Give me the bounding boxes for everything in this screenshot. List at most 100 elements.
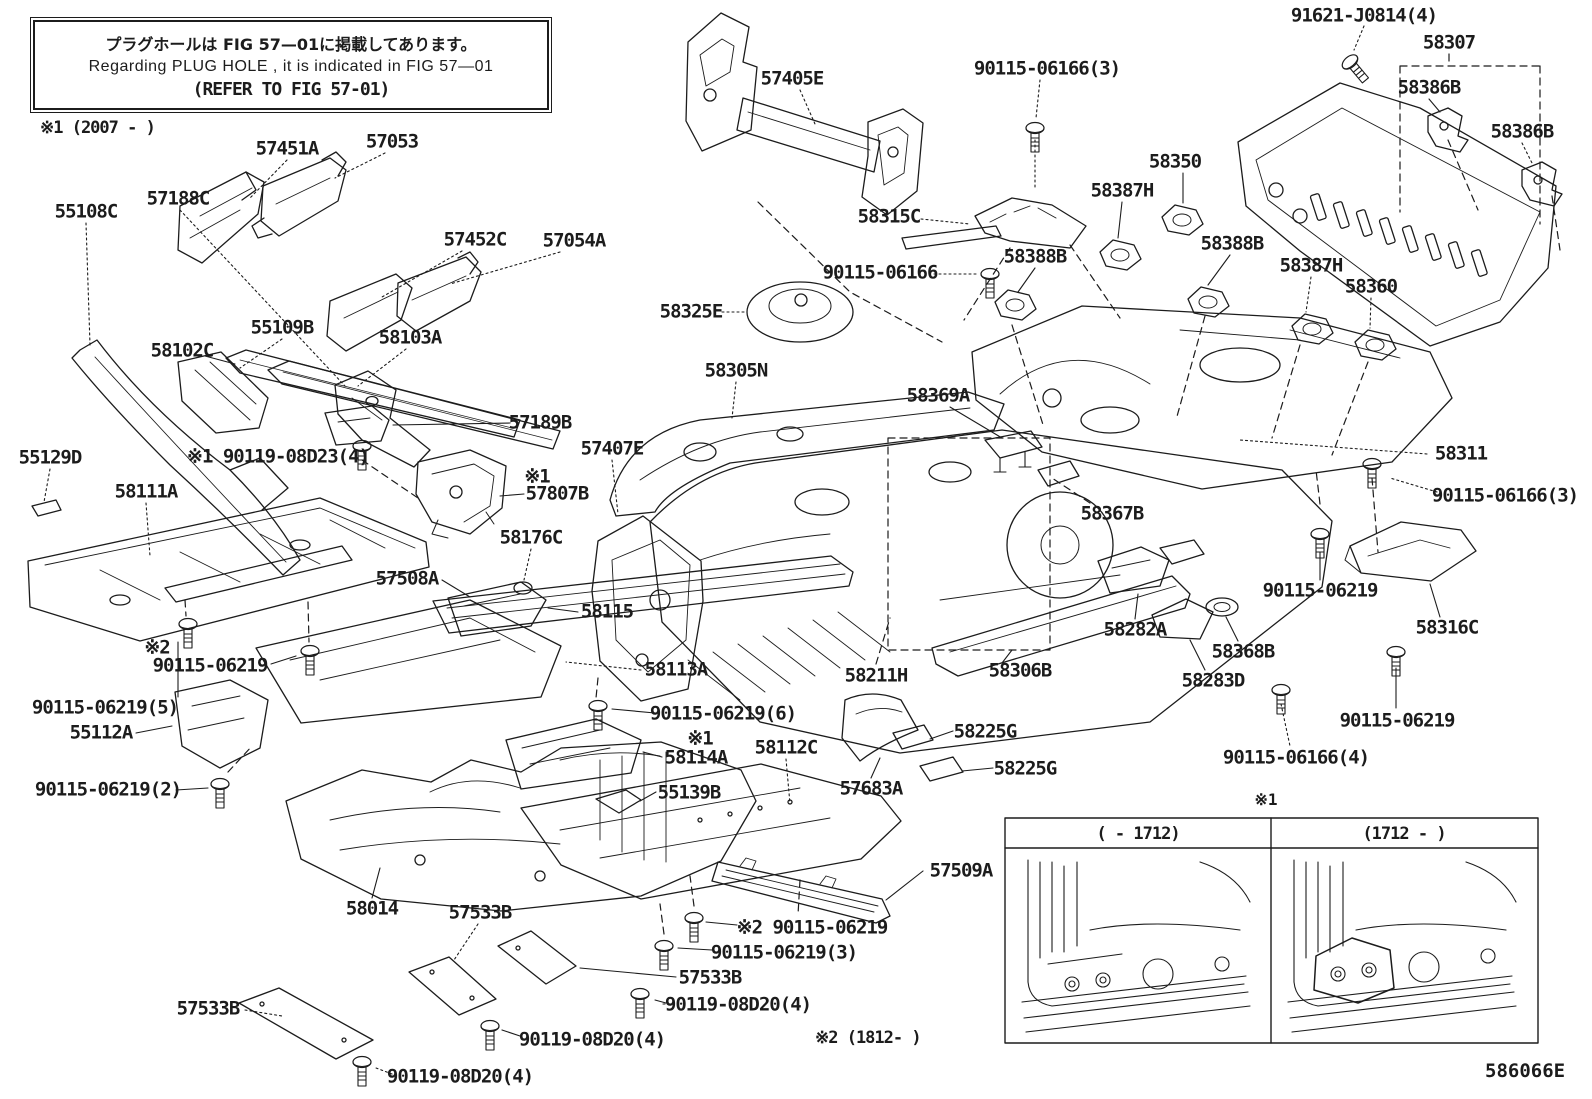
part-label-55108C: 55108C bbox=[54, 200, 119, 223]
part-label-58367B: 58367B bbox=[1080, 502, 1145, 525]
part-label-58360: 58360 bbox=[1344, 275, 1398, 298]
part-label-58282A: 58282A bbox=[1103, 618, 1168, 641]
part-label-58225G: 58225G bbox=[993, 757, 1058, 780]
part-label-57533B: 57533B bbox=[678, 966, 743, 989]
part-label-57188C: 57188C bbox=[146, 187, 211, 210]
part-label-90115-06219: 90115-06219 bbox=[1262, 579, 1379, 602]
note-japanese: プラグホールは FIG 57—01に掲載してあります。 bbox=[105, 34, 477, 54]
inset-footnote-marker: ※1 bbox=[1254, 790, 1278, 809]
part-front-floor-brace-drawing bbox=[164, 545, 353, 603]
part-58386B-upper-drawing bbox=[1427, 107, 1469, 153]
part-label-58305N: 58305N bbox=[704, 359, 769, 382]
part-label-58176C: 58176C bbox=[499, 526, 564, 549]
part-58283D-drawing bbox=[1151, 598, 1214, 640]
part-58316C-drawing bbox=[1344, 521, 1477, 582]
footnote-year-range-2: ※2 (1812- ) bbox=[815, 1028, 922, 1048]
part-58315C-drawing bbox=[901, 197, 1087, 250]
part-label-57533B: 57533B bbox=[448, 901, 513, 924]
part-label-90115-06219-6: 90115-06219(6) bbox=[649, 702, 797, 725]
part-58114A-drawing bbox=[505, 718, 642, 790]
inset-right-caption: (1712 - ) bbox=[1362, 824, 1446, 844]
part-58014-drawing bbox=[285, 741, 757, 912]
part-57054A-drawing bbox=[396, 251, 482, 332]
inset-left-drawing bbox=[1021, 859, 1251, 1033]
note-english: Regarding PLUG HOLE , it is indicated in… bbox=[88, 57, 494, 75]
part-label-58386B: 58386B bbox=[1397, 76, 1462, 99]
part-label-57405E: 57405E bbox=[760, 67, 825, 90]
part-center-floor-pan-drawing bbox=[649, 429, 1333, 754]
part-57533B-plate2-drawing bbox=[497, 930, 577, 985]
part-label-58306B: 58306B bbox=[988, 659, 1053, 682]
part-57405E-drawing bbox=[685, 12, 924, 216]
part-label-2: ※2 bbox=[144, 636, 170, 659]
part-label-58311: 58311 bbox=[1434, 442, 1488, 465]
part-label-58225G: 58225G bbox=[953, 720, 1018, 743]
part-57508A-drawing bbox=[432, 555, 854, 634]
part-label-58387H: 58387H bbox=[1279, 254, 1344, 277]
part-label-57508A: 57508A bbox=[375, 567, 440, 590]
part-label-58315C: 58315C bbox=[857, 205, 922, 228]
part-58306B-drawing bbox=[931, 575, 1191, 677]
part-label-2-90115-06219: ※2 90115-06219 bbox=[736, 916, 889, 939]
part-label-57683A: 57683A bbox=[839, 777, 904, 800]
part-label-90115-06219: 90115-06219 bbox=[1339, 709, 1456, 732]
note-reference: (REFER TO FIG 57-01) bbox=[192, 78, 391, 100]
part-label-55112A: 55112A bbox=[69, 721, 134, 744]
part-label-58388B: 58388B bbox=[1200, 232, 1265, 255]
part-label-58325E: 58325E bbox=[659, 300, 724, 323]
inset-left-caption: ( - 1712) bbox=[1096, 824, 1180, 844]
part-label-90119-08D20-4: 90119-08D20(4) bbox=[518, 1028, 666, 1051]
part-57189B-drawing bbox=[324, 405, 390, 446]
part-58305N-drawing bbox=[609, 391, 1005, 517]
diagram-code: 586066E bbox=[1485, 1060, 1566, 1082]
part-label-57053: 57053 bbox=[365, 130, 419, 153]
part-58388B-left-drawing bbox=[994, 289, 1037, 321]
part-57807B-drawing bbox=[415, 449, 507, 539]
part-label-1-90119-08D23-4: ※1 90119-08D23(4) bbox=[187, 445, 370, 468]
part-label-90115-06219-2: 90115-06219(2) bbox=[34, 778, 182, 801]
inset-box bbox=[1004, 817, 1539, 1044]
part-label-90115-06219-3: 90115-06219(3) bbox=[710, 941, 858, 964]
part-label-58103A: 58103A bbox=[378, 326, 443, 349]
part-58115-drawing bbox=[447, 581, 547, 637]
part-label-55139B: 55139B bbox=[657, 781, 722, 804]
part-57533B-plate3-drawing bbox=[238, 987, 374, 1060]
part-57407E-drawing bbox=[591, 515, 704, 702]
part-58225G-drawing bbox=[892, 724, 964, 782]
part-label-57407E: 57407E bbox=[580, 437, 645, 460]
part-label-58369A: 58369A bbox=[906, 384, 971, 407]
part-58311-drawing bbox=[971, 305, 1453, 490]
part-57509A-drawing bbox=[711, 857, 891, 924]
part-label-90119-08D20-4: 90119-08D20(4) bbox=[386, 1065, 534, 1088]
part-57683A-drawing bbox=[841, 693, 919, 762]
part-label-57807B: 57807B bbox=[525, 482, 590, 505]
part-label-58307: 58307 bbox=[1422, 31, 1476, 54]
projection-lines bbox=[184, 53, 1561, 935]
part-58367B-drawing bbox=[1037, 460, 1080, 487]
part-label-55129D: 55129D bbox=[18, 446, 83, 469]
part-label-58368B: 58368B bbox=[1211, 640, 1276, 663]
part-label-58350: 58350 bbox=[1148, 150, 1202, 173]
footnote-year-range-1: ※1 (2007 - ) bbox=[40, 118, 156, 138]
part-label-58014: 58014 bbox=[345, 897, 399, 920]
part-58176C-drawing bbox=[513, 581, 533, 595]
part-label-90119-08D20-4: 90119-08D20(4) bbox=[664, 993, 812, 1016]
part-label-58388B: 58388B bbox=[1003, 245, 1068, 268]
part-58282A-drawing bbox=[1097, 546, 1170, 594]
part-label-90115-06219: 90115-06219 bbox=[152, 654, 269, 677]
part-55129D-drawing bbox=[31, 499, 62, 517]
part-58103A-drawing bbox=[267, 360, 561, 450]
part-label-57189B: 57189B bbox=[508, 411, 573, 434]
part-label-57451A: 57451A bbox=[255, 137, 320, 160]
part-label-90115-06166-4: 90115-06166(4) bbox=[1222, 746, 1370, 769]
part-58307-drawing bbox=[1237, 82, 1557, 347]
part-label-90115-06219-5: 90115-06219(5) bbox=[31, 696, 179, 719]
part-58369A-drawing bbox=[984, 430, 1043, 473]
part-58368B-drawing bbox=[1205, 597, 1239, 617]
part-58102C-drawing bbox=[225, 349, 521, 438]
plug-hole-note-box: プラグホールは FIG 57—01に掲載してあります。 Regarding PL… bbox=[30, 17, 552, 113]
part-58112C-drawing bbox=[520, 763, 902, 900]
part-label-57452C: 57452C bbox=[443, 228, 508, 251]
